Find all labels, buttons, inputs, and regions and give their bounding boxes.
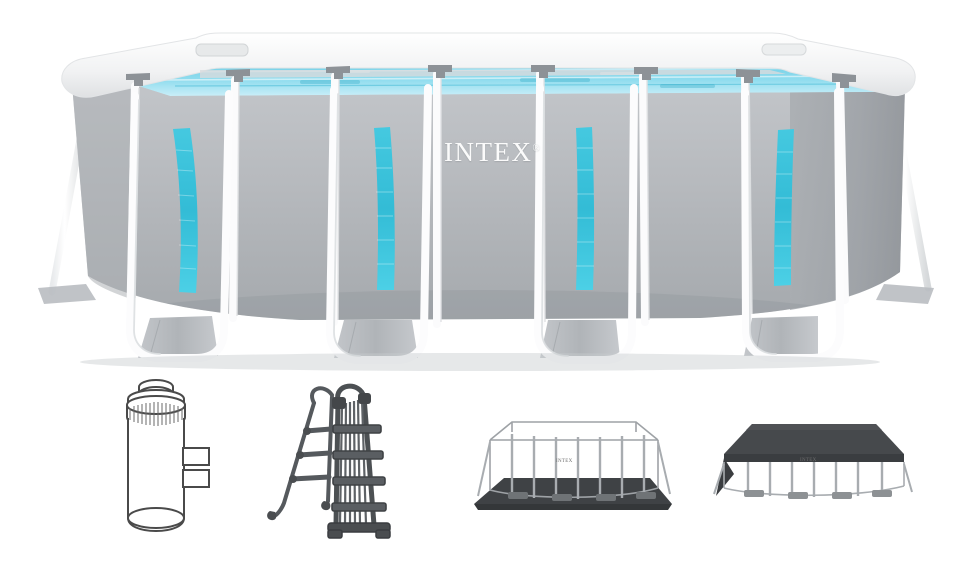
accent-stripe [374, 127, 395, 290]
pool-ground-shadow [80, 353, 880, 371]
pool-front-legs-shading [133, 91, 777, 357]
accessory-pool-cover [713, 424, 913, 499]
pool-accent-stripes [173, 127, 794, 293]
accessory-filter-pump [126, 379, 210, 532]
accent-stripe [576, 127, 595, 290]
accent-stripe [173, 128, 198, 293]
accent-stripe [774, 129, 794, 286]
pool-brand-logo: INTEX® [444, 137, 540, 168]
brand-name: INTEX [444, 137, 533, 167]
pool-body [72, 66, 905, 320]
pool-rear-feet [38, 284, 934, 304]
pump-ports [182, 447, 210, 488]
accessory-ground-cloth [474, 421, 672, 510]
registered-mark: ® [532, 143, 541, 154]
pool-cover-sheet [716, 424, 904, 496]
pool-rail-brackets [126, 65, 856, 88]
ground-cloth-mini-brand: INTEX [556, 459, 573, 464]
pool-front-legs [126, 84, 844, 364]
pool-cover-mini-brand: INTEX [800, 458, 817, 463]
pool-foot-mats [138, 316, 818, 358]
accessory-safety-ladder [267, 383, 391, 539]
